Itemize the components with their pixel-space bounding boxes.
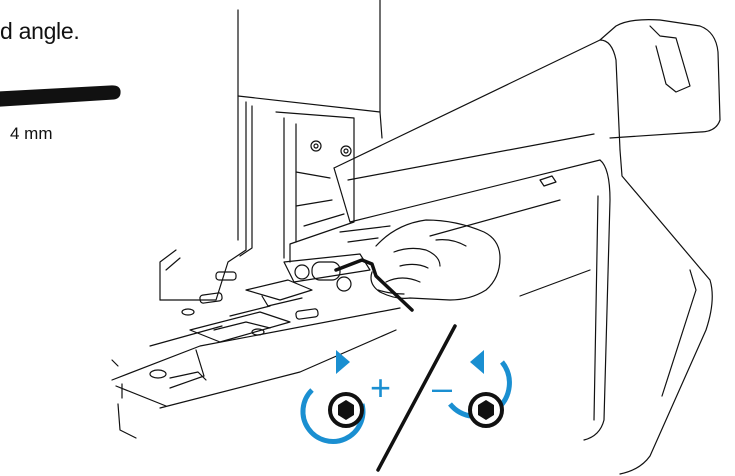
rotate-counterclockwise-icon <box>450 350 509 426</box>
minus-symbol: – <box>432 367 452 408</box>
adjustment-screw-assembly <box>284 226 390 291</box>
printer-frame <box>112 0 400 438</box>
printer-top-cover <box>334 20 720 474</box>
rotate-clockwise-icon <box>303 350 363 441</box>
hex-key-size-label: 4 mm <box>10 124 53 144</box>
instruction-caption: d angle. <box>0 18 79 45</box>
hex-key-icon <box>0 86 120 106</box>
hand-with-hex-key <box>336 220 500 310</box>
plus-symbol: + <box>370 367 391 408</box>
